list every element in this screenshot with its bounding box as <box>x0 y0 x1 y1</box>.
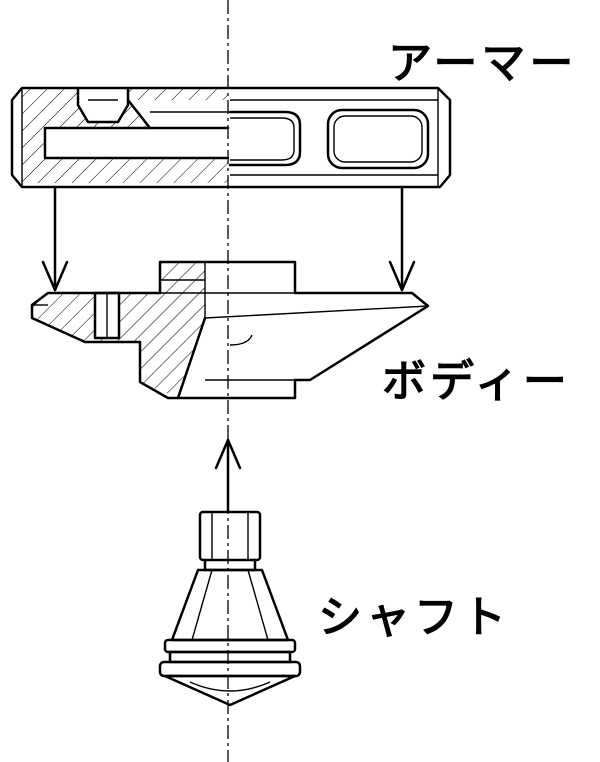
body-part <box>30 260 430 400</box>
armor-outline <box>10 86 452 189</box>
armor-pocket-left <box>228 110 302 167</box>
armor-arrow-left <box>41 185 69 292</box>
label-body: ボディー <box>382 356 571 407</box>
armor-part <box>10 86 452 189</box>
shaft-part <box>158 510 302 707</box>
label-shaft: シャフト <box>318 592 510 643</box>
shaft-hex <box>198 510 262 562</box>
shaft-cone <box>170 568 290 642</box>
armor-arrow-right <box>388 185 416 292</box>
shaft-tip <box>163 674 297 707</box>
armor-pocket-right <box>326 108 430 170</box>
label-armor: アーマー <box>388 38 577 89</box>
